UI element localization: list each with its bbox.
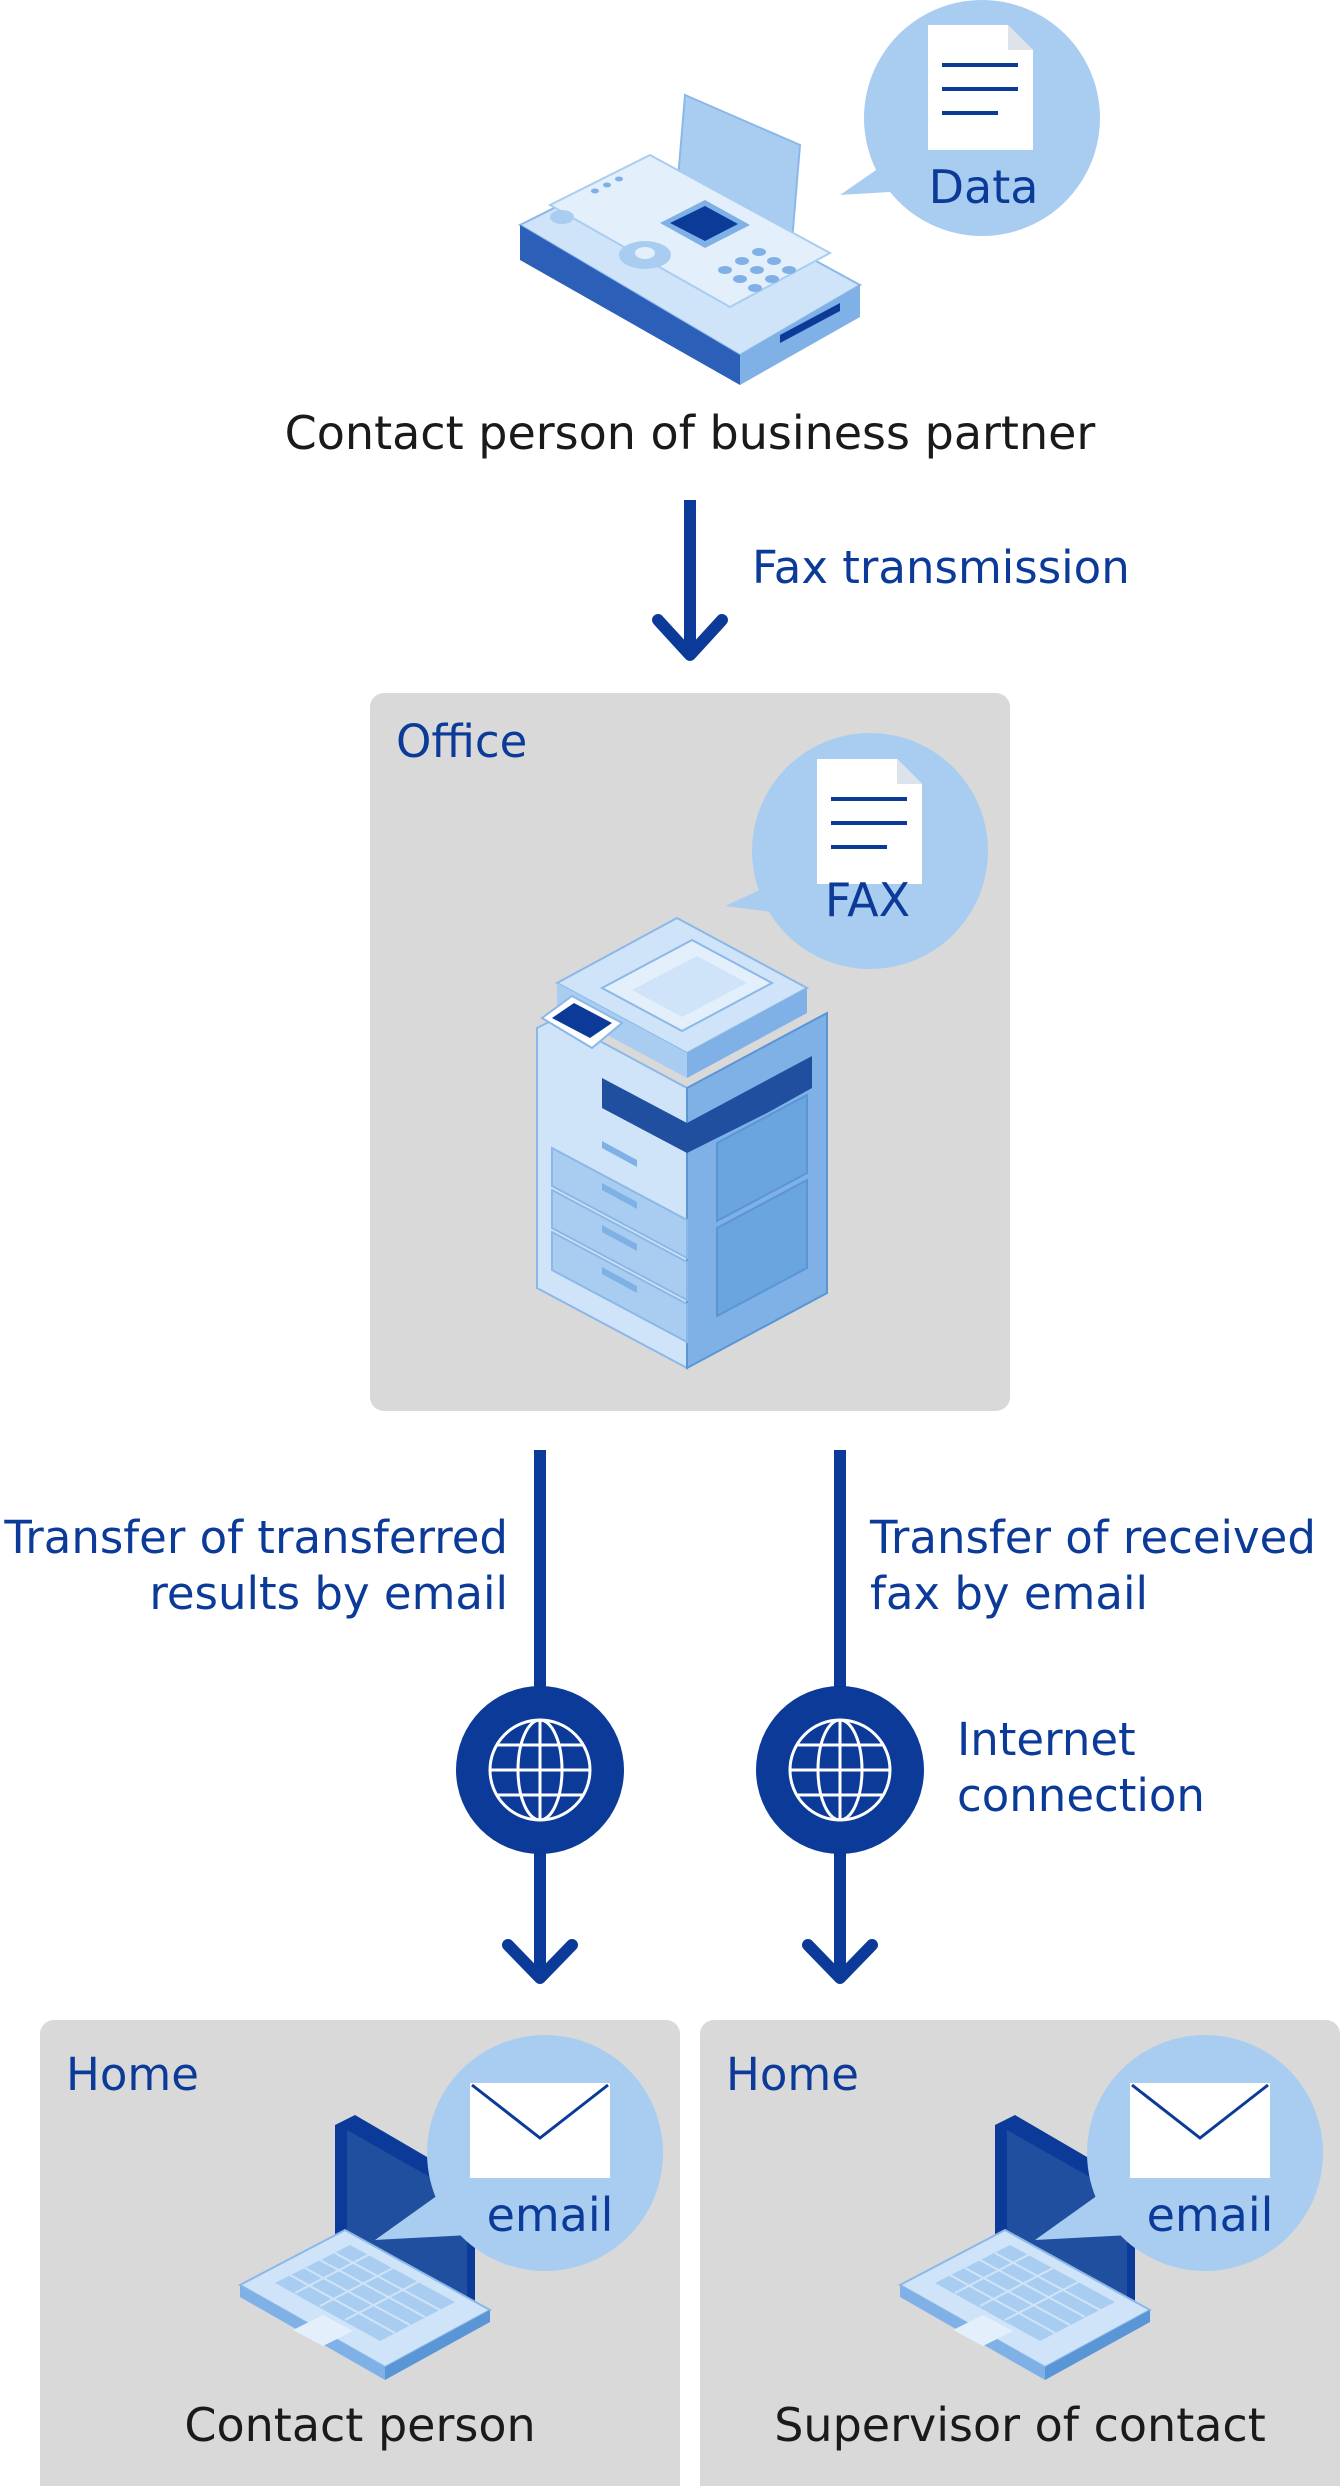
office-panel: Office FAX — [370, 693, 1010, 1411]
home-left-panel: Home email Contact person — [40, 2020, 680, 2486]
envelope-icon — [1130, 2083, 1270, 2178]
right-transfer-label: Transfer of received fax by email — [870, 1510, 1316, 1622]
fax-transmission-label: Fax transmission — [752, 541, 1130, 594]
globe-icon — [756, 1686, 924, 1854]
laptop-icon — [897, 2115, 1153, 2380]
sender-caption: Contact person of business partner — [284, 406, 1096, 460]
home-left-caption: Contact person — [184, 2398, 536, 2452]
email-bubble-label: email — [486, 2188, 614, 2242]
left-transfer-label: Transfer of transferred results by email — [4, 1510, 508, 1622]
home-right-caption: Supervisor of contact — [774, 2398, 1266, 2452]
fax-arrow — [652, 500, 728, 661]
printer-icon — [536, 916, 828, 1370]
document-icon — [928, 25, 1033, 150]
data-bubble-label: Data — [928, 160, 1039, 214]
home-left-title: Home — [66, 2048, 199, 2101]
home-right-title: Home — [726, 2048, 859, 2101]
internet-line2: connection — [957, 1769, 1205, 1822]
office-title: Office — [396, 715, 528, 768]
right-transfer-line2: fax by email — [870, 1567, 1148, 1620]
envelope-icon — [470, 2083, 610, 2178]
email-bubble-label: email — [1146, 2188, 1274, 2242]
internet-line1: Internet — [957, 1713, 1136, 1766]
fax-machine-icon — [517, 93, 863, 385]
home-right-panel: Home email Supervisor of contact — [700, 2020, 1340, 2486]
internet-connection-label: Internet connection — [957, 1712, 1205, 1824]
left-transfer-line1: Transfer of transferred — [4, 1511, 508, 1564]
left-transfer-line2: results by email — [149, 1567, 508, 1620]
globe-icon — [456, 1686, 624, 1854]
fax-bubble-label: FAX — [824, 873, 911, 927]
document-icon — [817, 759, 922, 884]
right-transfer-line1: Transfer of received — [870, 1511, 1316, 1564]
